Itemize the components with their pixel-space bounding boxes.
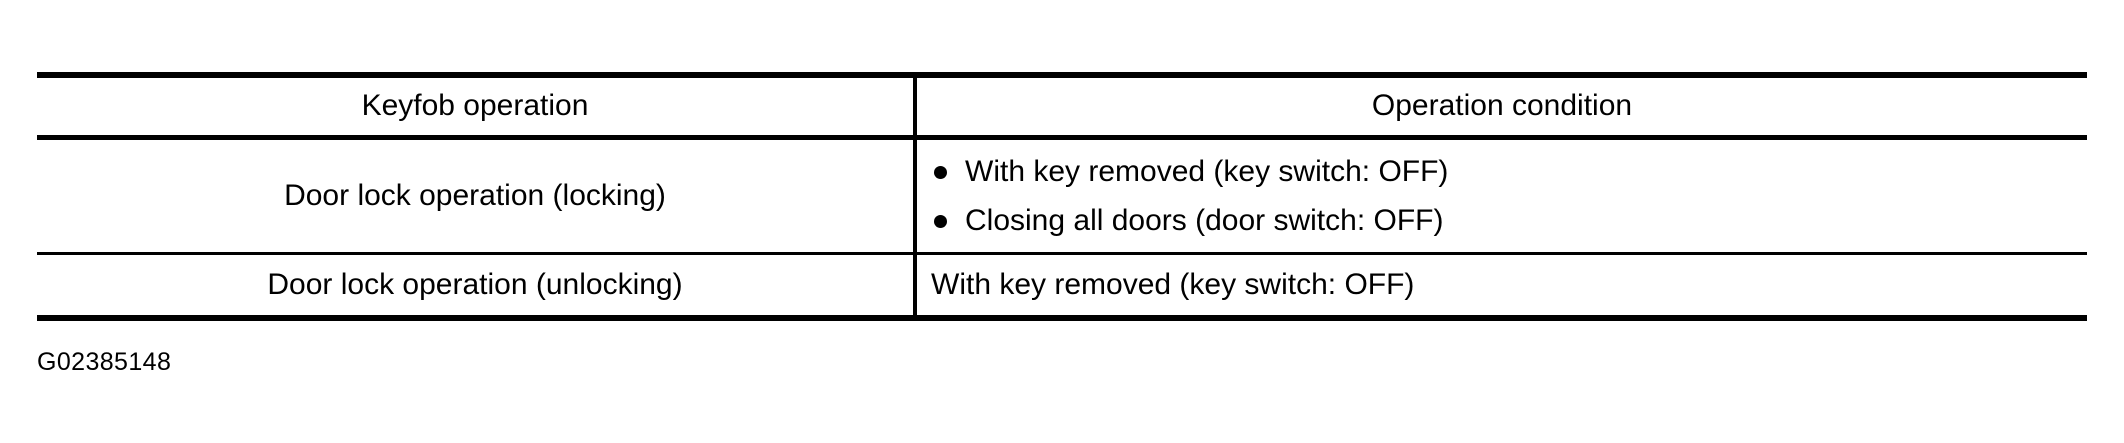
condition-text: Closing all doors (door switch: OFF) <box>965 204 1444 237</box>
bullet-icon <box>934 214 947 228</box>
bullet-icon <box>934 165 947 179</box>
column-header-operation-condition-label: Operation condition <box>1371 89 1633 123</box>
list-item: Closing all doors (door switch: OFF) <box>931 201 2087 240</box>
keyfob-operation-table: Keyfob operation Operation condition Doo… <box>37 72 2087 321</box>
cell-conditions-unlocking: With key removed (key switch: OFF) <box>915 254 2087 319</box>
operation-label-unlocking: Door lock operation (unlocking) <box>267 267 683 301</box>
table-row: Door lock operation (unlocking) With key… <box>37 253 2087 319</box>
operation-label-locking: Door lock operation (locking) <box>284 178 666 212</box>
table-row: Door lock operation (locking) With key r… <box>37 137 2087 254</box>
cell-conditions-locking: With key removed (key switch: OFF) Closi… <box>915 138 2087 254</box>
cell-operation-locking: Door lock operation (locking) <box>37 137 917 254</box>
table-header: Keyfob operation Operation condition <box>37 75 2087 138</box>
column-header-keyfob-operation-label: Keyfob operation <box>361 89 589 123</box>
column-header-operation-condition: Operation condition <box>915 75 2087 138</box>
column-header-keyfob-operation: Keyfob operation <box>37 75 917 138</box>
table-body: Door lock operation (locking) With key r… <box>37 137 2087 319</box>
table-header-row: Keyfob operation Operation condition <box>37 75 2087 138</box>
list-item: With key removed (key switch: OFF) <box>931 152 2087 191</box>
condition-list-locking: With key removed (key switch: OFF) Closi… <box>917 152 2087 240</box>
figure-id-caption: G02385148 <box>37 348 172 376</box>
cell-operation-unlocking: Door lock operation (unlocking) <box>37 253 917 318</box>
condition-text: With key removed (key switch: OFF) <box>965 155 1449 188</box>
condition-text: With key removed (key switch: OFF) <box>931 267 1415 301</box>
